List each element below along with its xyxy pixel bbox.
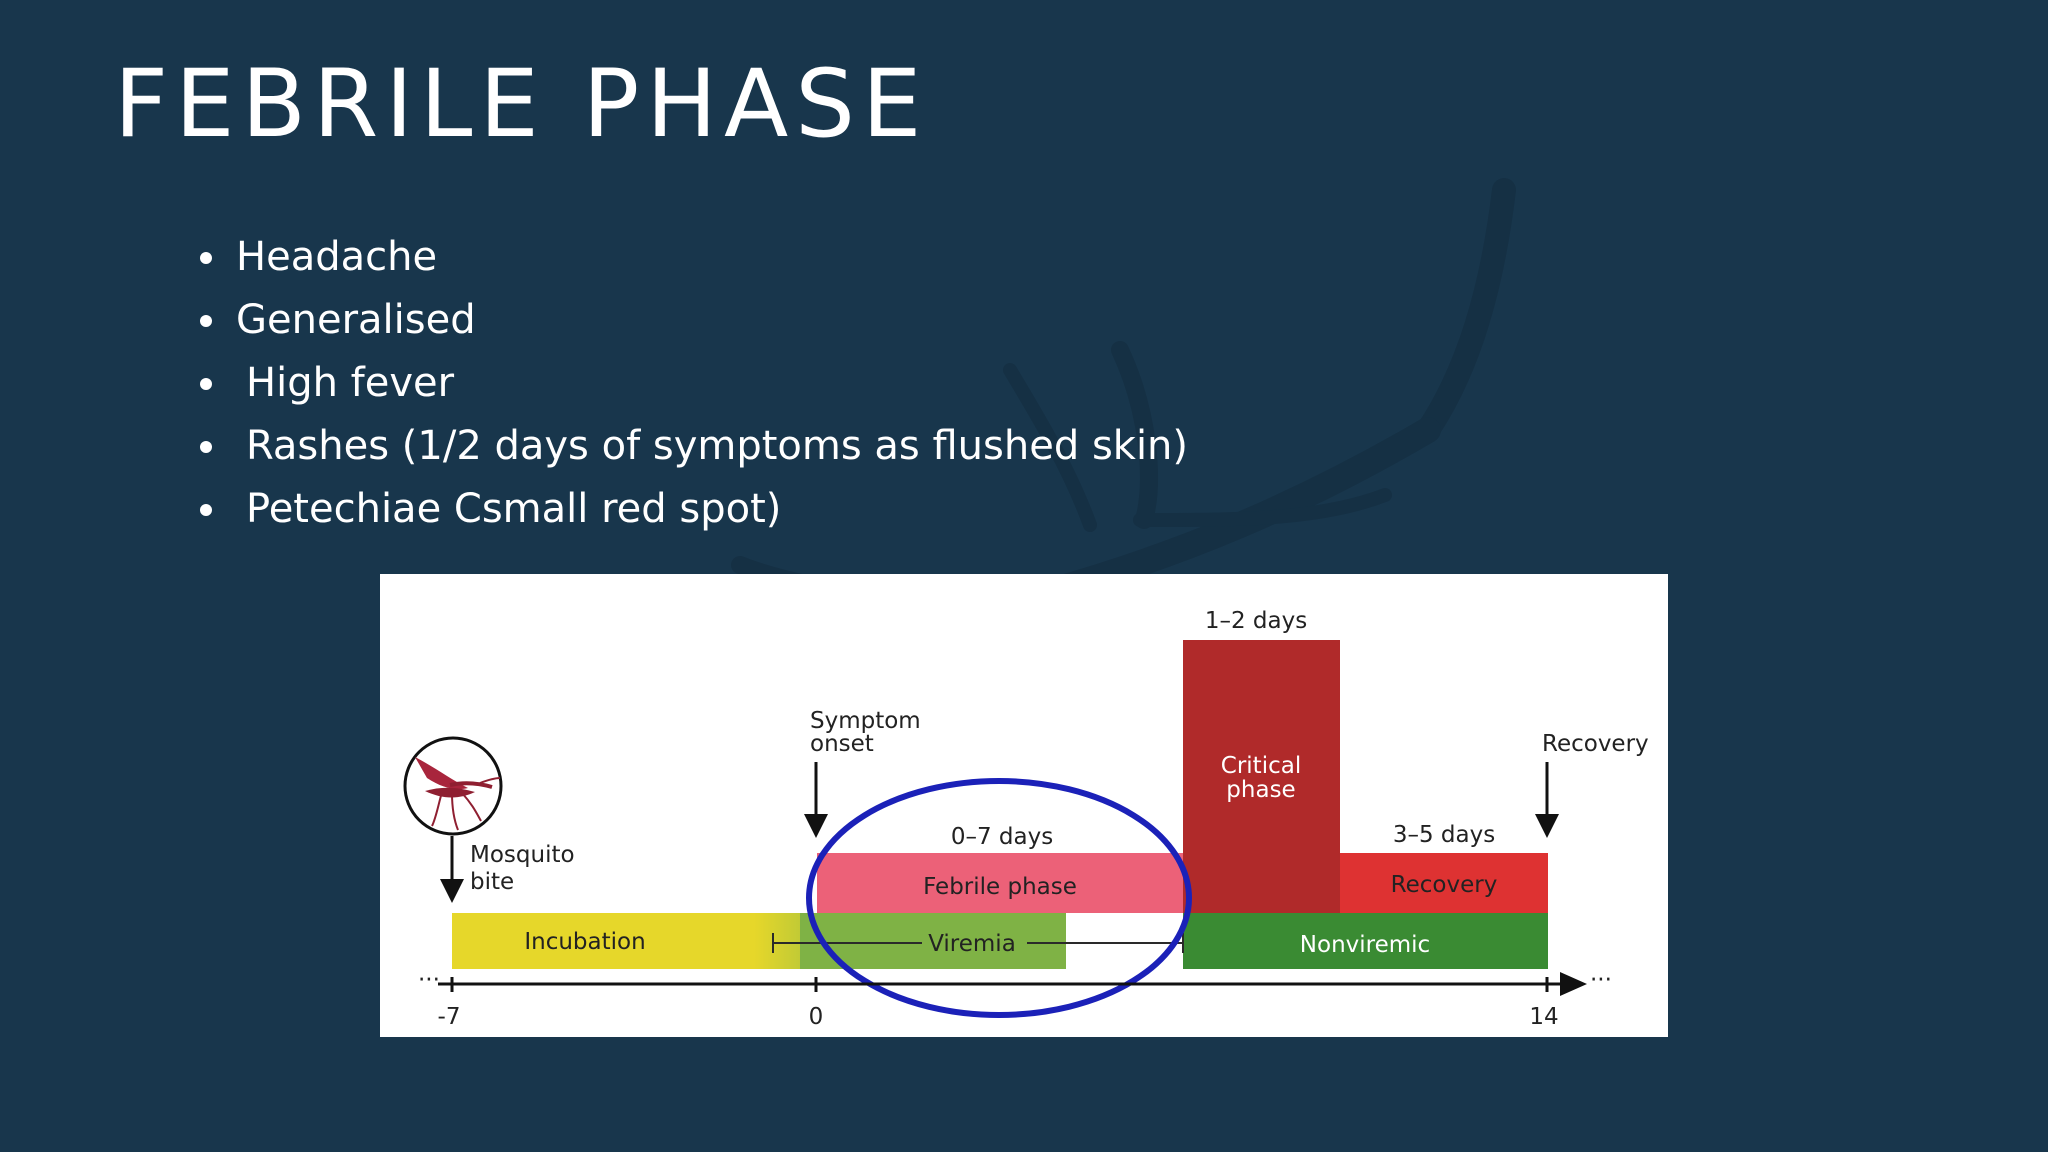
- tick-label-zero: 0: [809, 1004, 824, 1030]
- mosquito-icon: [403, 736, 503, 836]
- critical-duration-label: 1–2 days: [1205, 608, 1307, 634]
- bullet-icon: [200, 377, 212, 390]
- symptom-onset-label-line-2: onset: [810, 731, 874, 757]
- recovery-event-label: Recovery: [1542, 731, 1649, 757]
- incubation-label: Incubation: [524, 929, 645, 955]
- tick-label-fourteen: 14: [1529, 1004, 1558, 1030]
- symptom-onset-label-line-1: Symptom: [810, 708, 921, 734]
- bullet-icon: [200, 251, 212, 264]
- bullet-text: Rashes (1/2 days of symptoms as flushed …: [246, 423, 1189, 469]
- mosquito-bite-label-line-1: Mosquito: [470, 842, 575, 868]
- viremia-label: Viremia: [928, 931, 1016, 957]
- list-item: High fever: [200, 352, 1188, 415]
- list-item: Petechiae Csmall red spot): [200, 478, 1188, 541]
- list-item: Rashes (1/2 days of symptoms as flushed …: [200, 415, 1188, 478]
- recovery-bar: [1340, 853, 1548, 913]
- bullet-icon: [200, 440, 212, 453]
- critical-phase-label-line-2: phase: [1226, 777, 1295, 803]
- nonviremic-bar: [1183, 913, 1548, 969]
- nonviremic-label: Nonviremic: [1300, 932, 1430, 958]
- list-item: Generalised: [200, 289, 1188, 352]
- bullet-text: High fever: [246, 360, 455, 406]
- page-title: FEBRILE PHASE: [114, 50, 929, 159]
- timeline-svg: Incubation Febrile phase Critical phase …: [403, 608, 1649, 1030]
- febrile-phase-label: Febrile phase: [923, 874, 1077, 900]
- recovery-duration-label: 3–5 days: [1393, 822, 1495, 848]
- recovery-bar-label: Recovery: [1391, 872, 1498, 898]
- list-item: Headache: [200, 226, 1188, 289]
- bullet-icon: [200, 503, 212, 516]
- mosquito-bite-label-line-2: bite: [470, 869, 514, 895]
- critical-phase-label-line-1: Critical: [1221, 753, 1301, 779]
- bullet-text: Petechiae Csmall red spot): [246, 486, 782, 532]
- dengue-timeline-diagram: Incubation Febrile phase Critical phase …: [380, 574, 1668, 1037]
- timeline-arrowhead: [1560, 972, 1587, 996]
- incubation-bar: [452, 913, 830, 969]
- symptom-list: Headache Generalised High fever Rashes (…: [200, 226, 1188, 541]
- febrile-phase-highlight: [806, 778, 1192, 1018]
- febrile-duration-label: 0–7 days: [951, 824, 1053, 850]
- febrile-phase-bar: [817, 853, 1197, 913]
- critical-phase-bar: [1183, 640, 1340, 913]
- axis-ellipsis-left: ···: [418, 967, 440, 993]
- bullet-text: Headache: [236, 234, 438, 280]
- tick-label-minus-seven: -7: [438, 1004, 461, 1030]
- bullet-icon: [200, 314, 212, 327]
- bullet-text: Generalised: [236, 297, 476, 343]
- viremia-bar: [800, 913, 1066, 969]
- axis-ellipsis-right: ···: [1590, 967, 1612, 993]
